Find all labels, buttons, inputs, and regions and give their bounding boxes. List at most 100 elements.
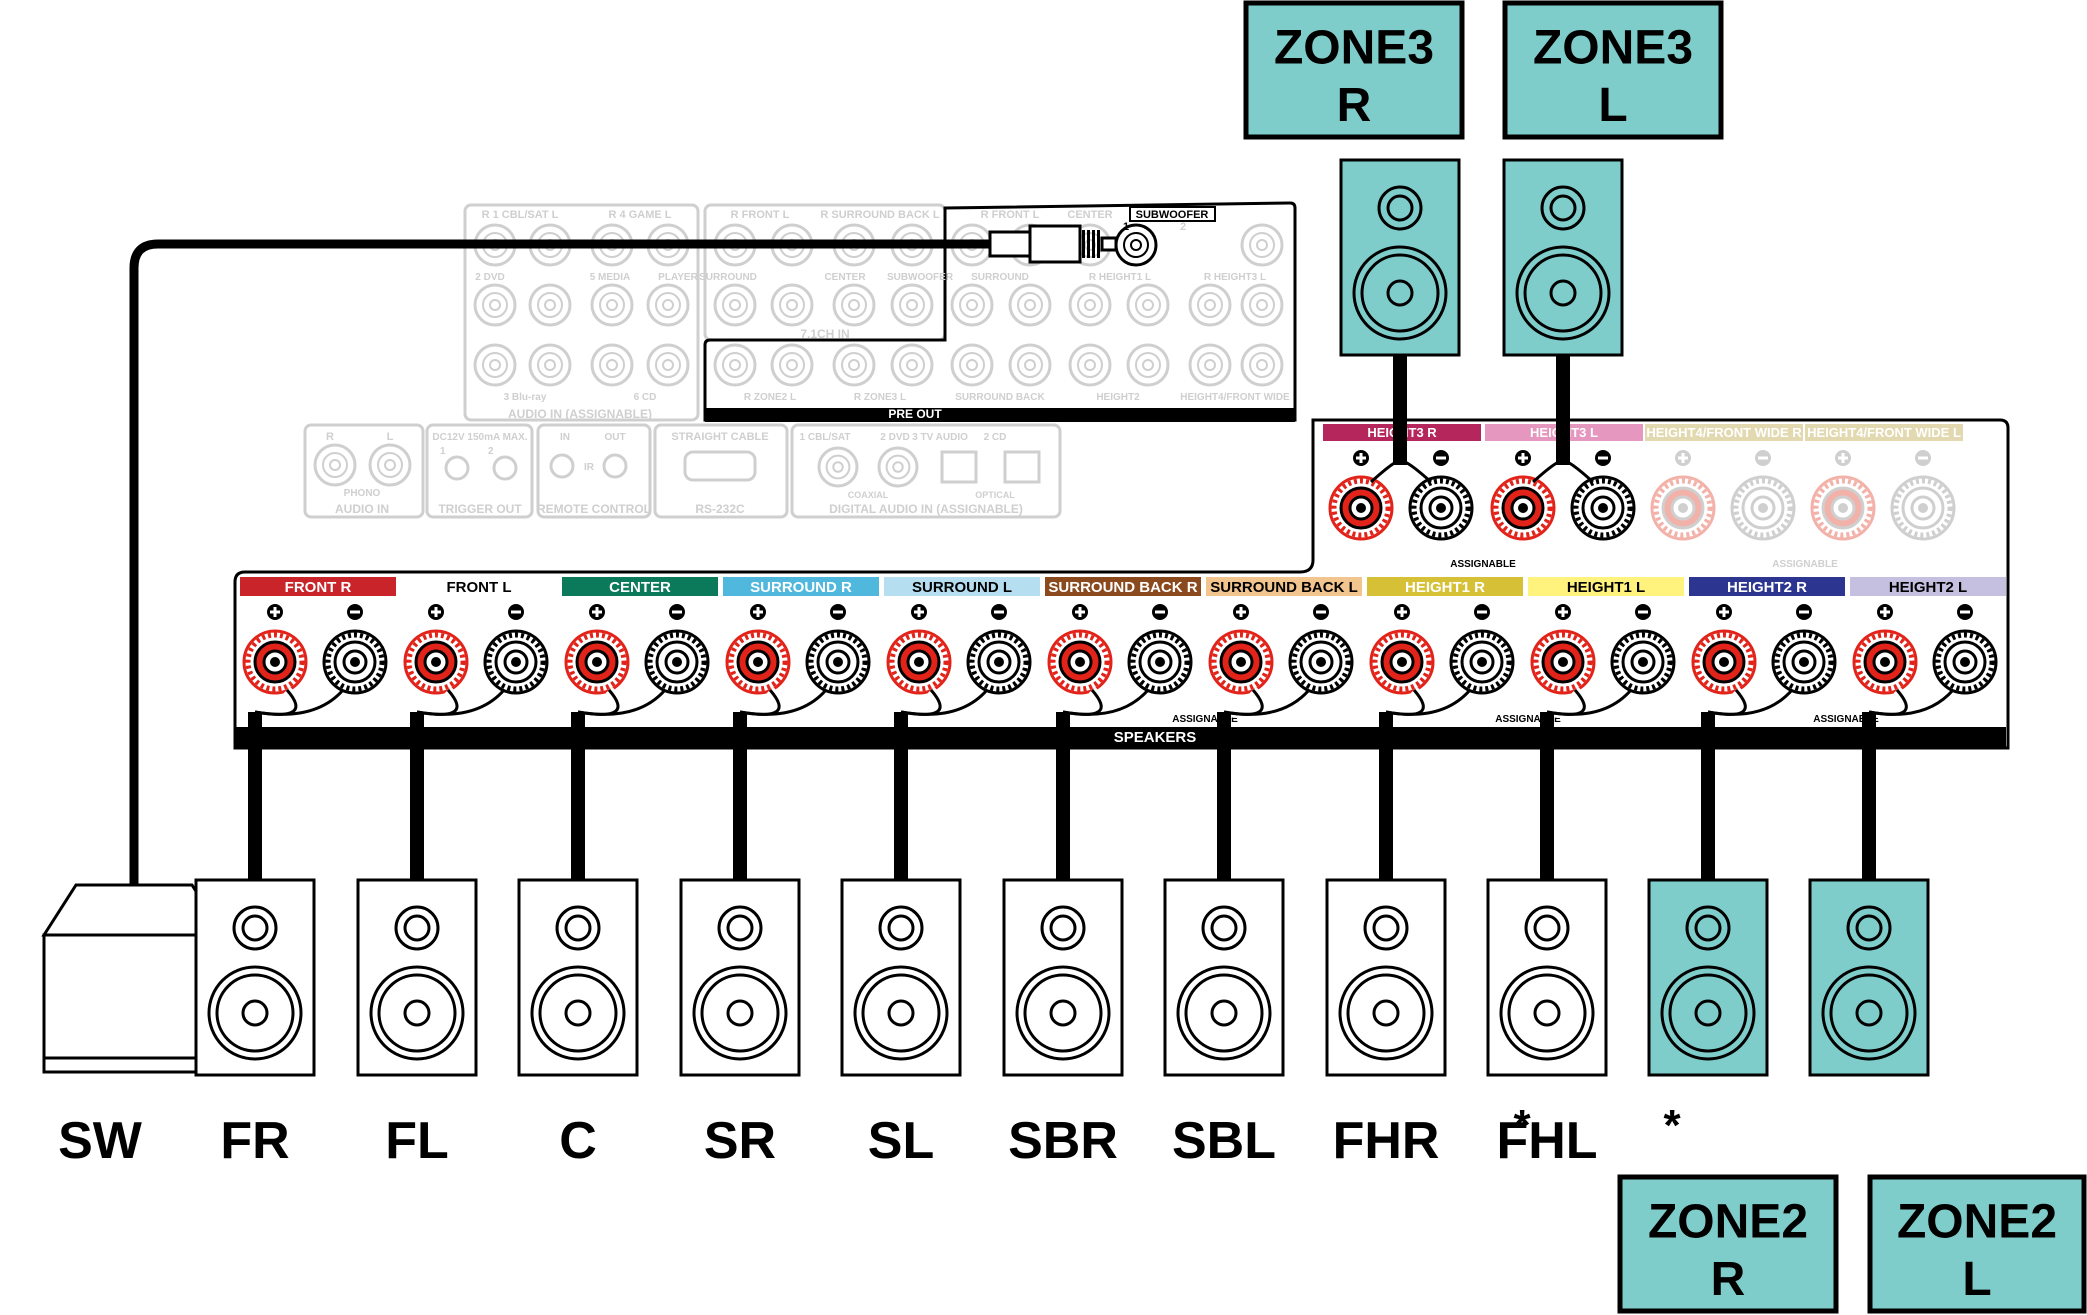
speaker-label: SBR bbox=[1008, 1112, 1118, 1170]
trigger-num: 1 bbox=[440, 446, 446, 457]
plus-terminal bbox=[886, 629, 952, 695]
plus-terminal bbox=[1530, 629, 1596, 695]
terminal-tag-label: SURROUND BACK R bbox=[1048, 579, 1197, 596]
speaker-label: SL bbox=[868, 1112, 934, 1170]
plus-terminal bbox=[564, 629, 630, 695]
plus-terminal bbox=[1691, 629, 1757, 695]
speaker-label: C bbox=[559, 1112, 597, 1170]
plus-sign bbox=[1233, 604, 1249, 620]
plus-sign bbox=[267, 604, 283, 620]
rca-jack bbox=[832, 343, 876, 387]
zone-label-line: ZONE3 bbox=[1274, 21, 1434, 74]
rca-jack bbox=[770, 283, 814, 327]
speaker-cable bbox=[894, 712, 908, 880]
phono-audio-in: AUDIO IN bbox=[335, 502, 389, 516]
minus-sign bbox=[1915, 450, 1931, 466]
phono-group bbox=[303, 423, 425, 519]
terminal-tag-label: SURROUND L bbox=[912, 579, 1012, 596]
zone-label-line: L bbox=[1962, 1253, 1991, 1306]
terminal-tag-label: SURROUND R bbox=[750, 579, 852, 596]
rca-jack bbox=[473, 343, 517, 387]
minus-sign bbox=[508, 604, 524, 620]
rca-jack bbox=[1068, 343, 1112, 387]
terminal-tag-label: HEIGHT4/FRONT WIDE L bbox=[1807, 425, 1961, 440]
terminal-tag bbox=[1528, 577, 1684, 596]
zone-label-line: L bbox=[1598, 79, 1627, 132]
minus-terminal bbox=[1610, 629, 1676, 695]
speaker bbox=[1163, 878, 1285, 1077]
minus-sign bbox=[1152, 604, 1168, 620]
rca-row-label: CENTER bbox=[1067, 209, 1112, 221]
minus-terminal bbox=[483, 629, 549, 695]
minus-sign bbox=[830, 604, 846, 620]
rca-jack bbox=[950, 343, 994, 387]
rca-row-label: R 4 GAME L bbox=[609, 209, 672, 221]
terminal-tag-label: HEIGHT1 L bbox=[1567, 579, 1645, 596]
speaker-cable bbox=[410, 712, 424, 880]
speaker-cable bbox=[248, 712, 262, 880]
asterisk: * bbox=[1663, 1101, 1681, 1150]
rca-jack bbox=[950, 283, 994, 327]
speaker-label: FL bbox=[385, 1112, 449, 1170]
plus-terminal bbox=[1852, 629, 1918, 695]
zone2-speaker bbox=[1647, 878, 1769, 1077]
plus-terminal bbox=[1208, 629, 1274, 695]
speaker-wires bbox=[129, 239, 1955, 885]
rca-jack bbox=[313, 443, 357, 487]
rca-row-label: 5 MEDIA bbox=[590, 272, 631, 283]
speaker bbox=[1325, 878, 1447, 1077]
zone3-speaker bbox=[1502, 158, 1624, 357]
terminal-tag bbox=[240, 577, 396, 596]
subwoofer-tag bbox=[1129, 206, 1216, 222]
trigger-num: 2 bbox=[488, 446, 494, 457]
terminal-tag bbox=[723, 577, 879, 596]
rs232-label: RS-232C bbox=[695, 502, 745, 516]
zone-label-line: R bbox=[1711, 1253, 1746, 1306]
audio-in-label: AUDIO IN (ASSIGNABLE) bbox=[508, 407, 652, 421]
sub-number: 1 bbox=[1123, 221, 1129, 233]
speaker-cable bbox=[1217, 712, 1231, 880]
plus-terminal bbox=[1810, 475, 1876, 541]
plus-sign bbox=[428, 604, 444, 620]
rca-jack bbox=[1068, 283, 1112, 327]
minus-sign bbox=[669, 604, 685, 620]
digital-sub: OPTICAL bbox=[975, 490, 1015, 500]
minus-terminal bbox=[1730, 475, 1796, 541]
terminal-tag bbox=[884, 577, 1040, 596]
digital-top: 2 DVD bbox=[880, 432, 909, 443]
rca-jack bbox=[890, 283, 934, 327]
rca-jack bbox=[528, 343, 572, 387]
rca-jack bbox=[1188, 283, 1232, 327]
speaker-cable bbox=[1701, 712, 1715, 880]
minus-terminal bbox=[322, 629, 388, 695]
speaker-cable bbox=[1056, 712, 1070, 880]
speaker-label: SBL bbox=[1172, 1112, 1276, 1170]
plus-terminal bbox=[1328, 475, 1394, 541]
assignable-label: ASSIGNABLE bbox=[1172, 714, 1238, 725]
subwoofer-cable bbox=[129, 239, 1000, 885]
plus-sign bbox=[1394, 604, 1410, 620]
rca-row-label: R ZONE2 L bbox=[744, 392, 796, 403]
minus-terminal bbox=[1449, 629, 1515, 695]
phono-l: L bbox=[387, 431, 394, 443]
speaker bbox=[356, 878, 478, 1077]
plus-sign bbox=[911, 604, 927, 620]
minus-terminal bbox=[1127, 629, 1193, 695]
plus-sign bbox=[1835, 450, 1851, 466]
minus-sign bbox=[1635, 604, 1651, 620]
speaker-label: FHR bbox=[1333, 1112, 1440, 1170]
terminal-tag-label: HEIGHT2 R bbox=[1727, 579, 1807, 596]
digital-top: 2 CD bbox=[984, 432, 1007, 443]
rca-row-label: R HEIGHT1 L bbox=[1089, 272, 1151, 283]
minus-sign bbox=[1755, 450, 1771, 466]
zone-label-line: R bbox=[1337, 79, 1372, 132]
speaker-cable bbox=[571, 712, 585, 880]
rs232-port bbox=[683, 450, 757, 482]
assignable-label: ASSIGNABLE bbox=[1495, 714, 1561, 725]
terminal-tag bbox=[400, 576, 558, 597]
plus-terminal bbox=[725, 629, 791, 695]
rca-jack bbox=[473, 283, 517, 327]
